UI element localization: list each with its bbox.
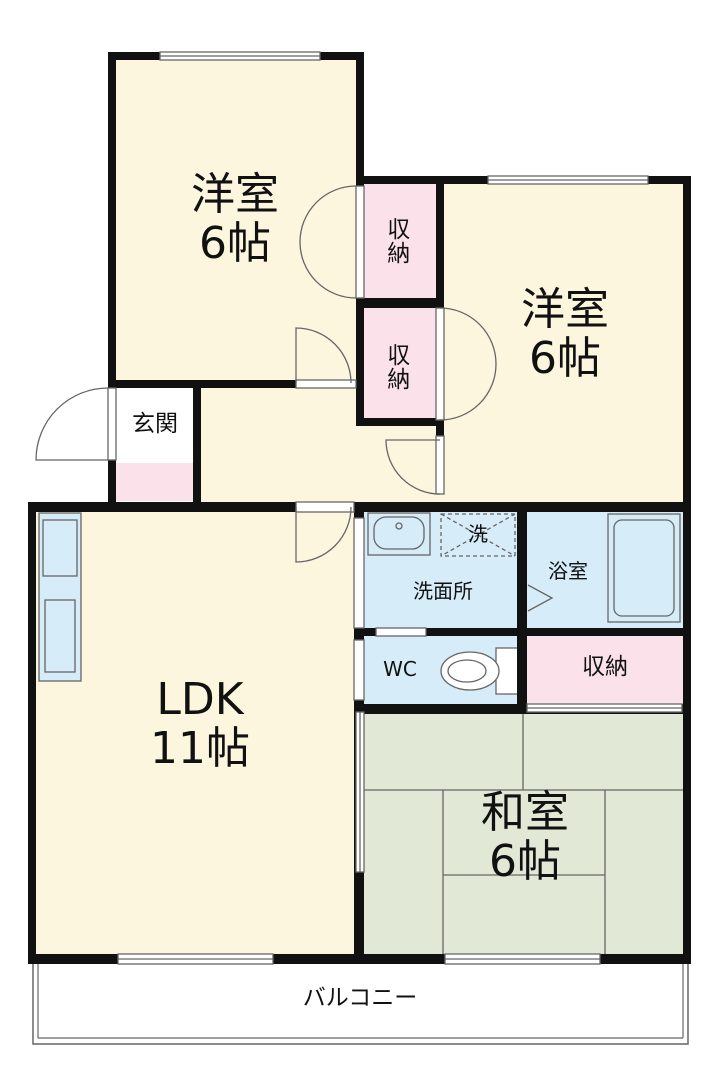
storage-1-floor xyxy=(361,181,440,298)
toilet-label: WC xyxy=(383,657,417,681)
washroom-fixtures xyxy=(367,512,554,612)
bathroom-label: 浴室 xyxy=(548,559,588,583)
toilet-fixture xyxy=(440,647,519,695)
ldk-name: LDK xyxy=(156,674,244,725)
japanese-room-size: 6帖 xyxy=(489,836,561,888)
western-room-2-floor xyxy=(440,181,686,503)
bathtub xyxy=(607,513,681,623)
hallway-floor-2 xyxy=(361,425,440,503)
washer-label: 洗 xyxy=(468,522,488,546)
storage-3-label: 収納 xyxy=(582,654,628,680)
ldk-size: 11帖 xyxy=(150,723,250,775)
floor-fills xyxy=(32,57,689,1045)
storage-3-floor xyxy=(525,631,686,708)
western-room-2-label: 洋室 6帖 xyxy=(490,285,640,384)
doors xyxy=(35,185,497,701)
japanese-room-name: 和室 xyxy=(481,787,569,838)
western-room-1-size: 6帖 xyxy=(199,218,271,270)
tatami-mats xyxy=(361,714,686,954)
western-room-1-floor xyxy=(113,57,361,383)
western-room-2-size: 6帖 xyxy=(529,333,601,385)
western-room-1-label: 洋室 6帖 xyxy=(160,170,310,269)
entrance-label: 玄関 xyxy=(132,411,178,437)
entrance-step xyxy=(116,463,194,501)
storage-1-label: 収納 xyxy=(382,217,409,265)
storage-2-label: 収納 xyxy=(382,343,409,391)
storage-2-floor xyxy=(361,308,440,425)
japanese-room-label: 和室 6帖 xyxy=(450,788,600,887)
windows xyxy=(117,51,683,965)
balcony-label: バルコニー xyxy=(302,985,418,1011)
ldk-floor xyxy=(33,507,359,954)
washroom-label: 洗面所 xyxy=(413,579,473,603)
kitchen-counter xyxy=(38,512,82,682)
western-room-2-name: 洋室 xyxy=(521,284,609,335)
western-room-1-name: 洋室 xyxy=(191,169,279,220)
ldk-label: LDK 11帖 xyxy=(120,675,280,774)
washer-space xyxy=(440,513,516,557)
balcony-floor xyxy=(32,961,689,1045)
